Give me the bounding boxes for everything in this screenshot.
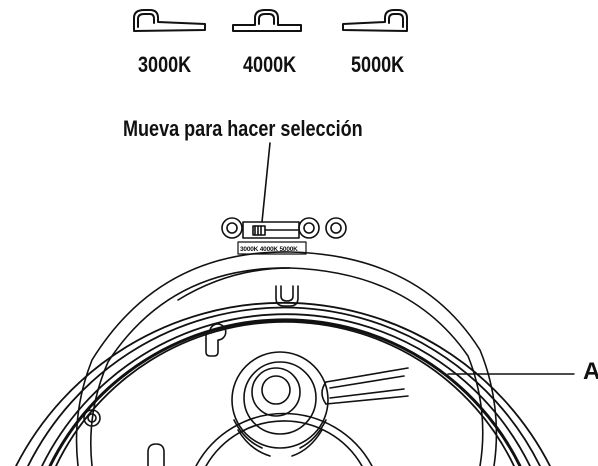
switch-plate-label: 3000K 4000K 5000K (240, 246, 298, 253)
center-socket (195, 351, 373, 466)
instruction-leader-line (261, 142, 271, 223)
switch-label-4000k: 4000K (243, 52, 297, 77)
switch-module (221, 217, 347, 255)
switch-label-3000k: 3000K (138, 52, 192, 77)
top-notch (275, 285, 299, 307)
fixture-outer-rings (15, 301, 551, 466)
keyhole-slot (205, 323, 227, 357)
lower-screws (83, 409, 165, 466)
switch-icon-4000k (232, 9, 302, 32)
wire-channel (321, 367, 409, 405)
switch-icon-5000k (342, 9, 408, 32)
callout-label-a: A (583, 358, 598, 385)
mounting-plate (75, 251, 498, 466)
instruction-text: Mueva para hacer selección (123, 116, 363, 141)
switch-label-5000k: 5000K (351, 52, 405, 77)
switch-icon-3000k (133, 9, 206, 32)
